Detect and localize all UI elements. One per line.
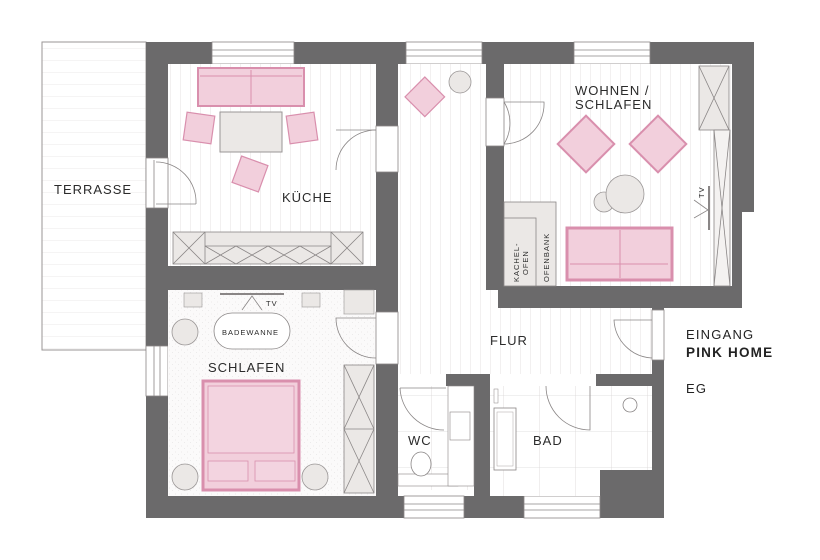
door-flur-wohnen[interactable] — [485, 97, 545, 147]
room-wc: WC — [397, 385, 475, 490]
tv-label-wohnen: TV — [697, 186, 706, 198]
room-label-bad: BAD — [533, 433, 563, 448]
room-label-kueche: KÜCHE — [282, 190, 333, 205]
room-label-wc: WC — [408, 433, 432, 448]
door-kueche-flur[interactable] — [335, 125, 399, 173]
room-label-schlafen: SCHLAFEN — [208, 360, 285, 375]
floor-label: EG — [686, 381, 708, 396]
dining-table — [219, 111, 283, 153]
kachelofen-label-2: OFEN — [521, 250, 530, 275]
kachelofen-label: KACHEL- — [512, 242, 521, 282]
terrasse-area: TERRASSE — [41, 41, 147, 351]
room-label-wohnen-2: SCHLAFEN — [575, 97, 652, 112]
door-terrasse[interactable] — [145, 157, 197, 209]
entrance-label: EINGANG — [686, 327, 755, 342]
plan-legend: EINGANG PINK HOME EG — [686, 326, 773, 398]
windows — [145, 41, 651, 519]
room-schlafen: TV BADEWANNE SCHLAFEN — [168, 289, 376, 496]
ofenbank-label: OFENBANK — [542, 233, 551, 282]
room-label-flur: FLUR — [490, 333, 528, 348]
door-schlafen-flur[interactable] — [335, 311, 399, 365]
room-label-terrasse: TERRASSE — [54, 182, 132, 197]
room-bad: BAD — [490, 385, 652, 496]
room-label-wohnen-1: WOHNEN / — [575, 83, 649, 98]
room-flur: FLUR — [398, 64, 652, 374]
room-kueche: KÜCHE — [168, 64, 376, 266]
door-eingang[interactable] — [613, 309, 665, 361]
kitchen-counter — [172, 231, 364, 265]
tv-label-schlafen: TV — [266, 299, 278, 308]
badewanne-label: BADEWANNE — [222, 328, 279, 337]
plan-title: PINK HOME — [686, 345, 774, 360]
room-wohnen: KACHEL- OFEN OFENBANK TV WOHNEN / SCHLAF… — [503, 64, 732, 287]
